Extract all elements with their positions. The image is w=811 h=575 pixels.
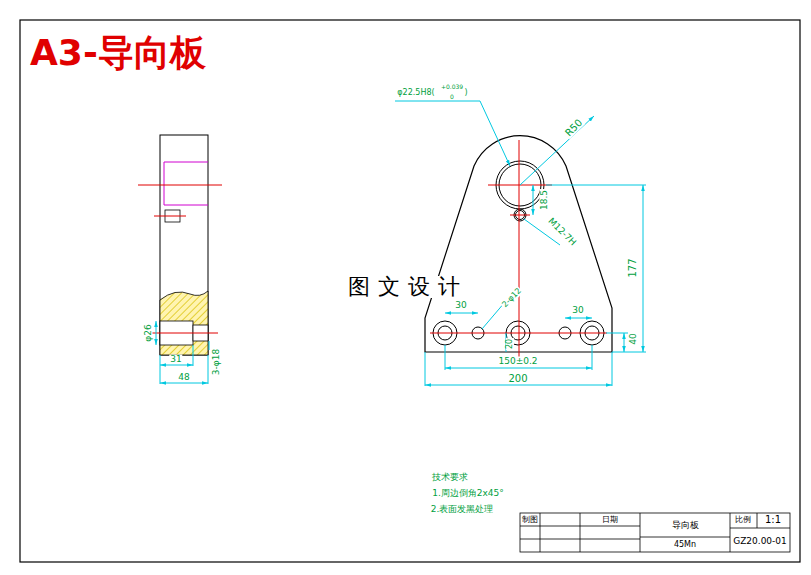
note-line: 1.周边倒角2x45° [431,489,505,498]
sheet-frame [20,20,800,562]
dimension-value: 31 [169,355,182,364]
tolerance-upper: +0.039 [440,84,464,90]
dimension-value: 177 [628,257,638,278]
dimension-value: 20 [506,338,514,350]
table-cell: 导向板 [671,521,700,530]
dimension-value: 18.5 [540,189,549,211]
tolerance-callout: φ22.5H8( [396,89,435,97]
dimension-value: φ26 [144,323,153,342]
table-cell: 比例 [734,516,752,524]
dimension-value: 150±0.2 [497,357,538,366]
dimension-value: 30 [571,306,584,315]
tolerance-callout: ) [463,89,468,97]
table-cell: 制图 [521,516,539,524]
hole-callout: 3-φ18 [212,348,221,376]
table-cell: 日期 [601,516,619,524]
side-view [138,135,222,384]
dimension-value: 30 [454,301,467,310]
note-heading: 技术要求 [431,473,469,482]
sheet-title: A3-导向板 [30,35,206,71]
table-cell: 45Mn [673,541,697,549]
front-view [395,101,646,386]
title-block [520,513,790,552]
table-cell: 1:1 [764,515,782,525]
table-cell: GZ20.00-01 [732,537,788,546]
note-line: 2.表面发黑处理 [430,505,495,514]
dimension-value: 200 [507,374,528,384]
watermark: 图文设计 [347,276,469,298]
dimension-value: 48 [177,373,190,382]
tolerance-lower: 0 [449,94,455,100]
dimension-value: 40 [629,332,638,345]
